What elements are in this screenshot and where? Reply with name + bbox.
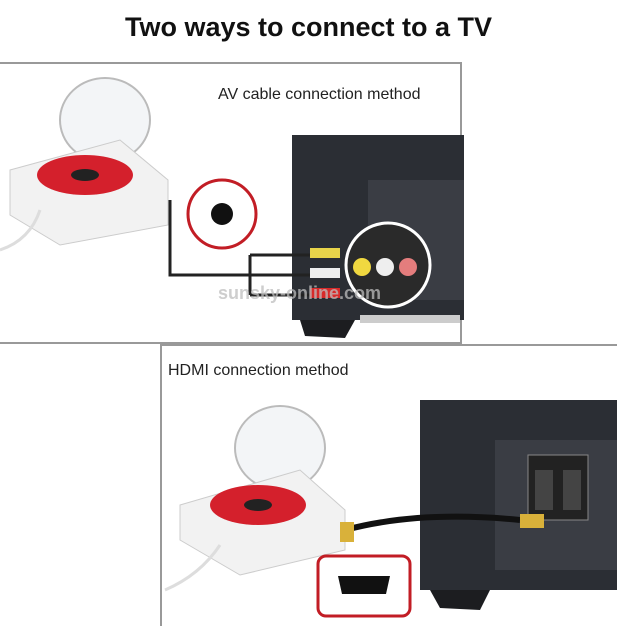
watermark: sunsky-online.com [218,283,382,303]
hdmi-cable [344,513,521,533]
av-section-label: AV cable connection method [218,86,421,103]
hdmi-port-zoom [316,554,412,618]
cd-player-av [0,77,169,252]
cd-player-hdmi [164,405,346,592]
page-title: Two ways to connect to a TV [124,12,493,42]
hdmi-section-label: HDMI connection method [168,362,349,379]
av-cable [168,200,310,297]
tv-hdmi [420,400,617,610]
rca-ports-zoom [344,221,432,309]
